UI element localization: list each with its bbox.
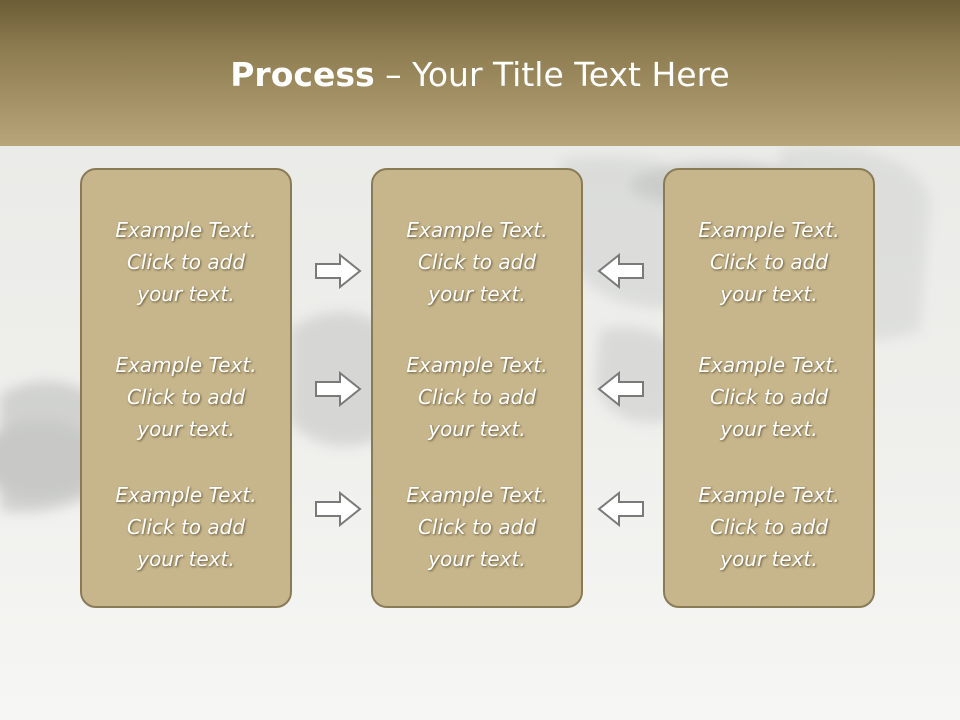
text-line: Click to add	[709, 515, 829, 539]
text-placeholder[interactable]: Example Text. Click to add your text.	[373, 479, 581, 575]
left-panel: Example Text. Click to add your text. Ex…	[80, 168, 292, 608]
text-placeholder[interactable]: Example Text. Click to add your text.	[82, 214, 290, 310]
left-arrow-icon	[597, 371, 644, 407]
text-line: your text.	[720, 417, 818, 441]
text-line: your text.	[720, 547, 818, 571]
text-placeholder[interactable]: Example Text. Click to add your text.	[373, 214, 581, 310]
text-line: Example Text.	[698, 483, 840, 507]
left-arrow-icon	[597, 253, 644, 289]
text-line: Click to add	[709, 250, 829, 274]
text-line: your text.	[137, 417, 235, 441]
text-line: Example Text.	[406, 483, 548, 507]
right-panel: Example Text. Click to add your text. Ex…	[663, 168, 875, 608]
text-placeholder[interactable]: Example Text. Click to add your text.	[373, 349, 581, 445]
text-line: Click to add	[126, 385, 246, 409]
text-placeholder[interactable]: Example Text. Click to add your text.	[665, 479, 873, 575]
text-line: Example Text.	[406, 218, 548, 242]
text-line: Example Text.	[115, 218, 257, 242]
text-placeholder[interactable]: Example Text. Click to add your text.	[665, 214, 873, 310]
text-line: your text.	[720, 282, 818, 306]
text-line: Example Text.	[115, 353, 257, 377]
text-line: your text.	[428, 547, 526, 571]
text-line: Click to add	[417, 250, 537, 274]
text-line: Example Text.	[698, 353, 840, 377]
text-line: Example Text.	[698, 218, 840, 242]
slide-title[interactable]: Process – Your Title Text Here	[0, 52, 960, 98]
text-line: Click to add	[709, 385, 829, 409]
right-arrow-icon	[315, 491, 362, 527]
text-line: Example Text.	[406, 353, 548, 377]
text-line: Click to add	[417, 515, 537, 539]
center-panel: Example Text. Click to add your text. Ex…	[371, 168, 583, 608]
text-line: your text.	[137, 547, 235, 571]
text-line: your text.	[428, 282, 526, 306]
title-bar: Process – Your Title Text Here	[0, 0, 960, 146]
text-placeholder[interactable]: Example Text. Click to add your text.	[82, 349, 290, 445]
text-line: Click to add	[417, 385, 537, 409]
text-line: your text.	[428, 417, 526, 441]
text-line: your text.	[137, 282, 235, 306]
text-line: Click to add	[126, 250, 246, 274]
title-rest: – Your Title Text Here	[374, 55, 730, 94]
text-line: Click to add	[126, 515, 246, 539]
text-line: Example Text.	[115, 483, 257, 507]
right-arrow-icon	[315, 253, 362, 289]
text-placeholder[interactable]: Example Text. Click to add your text.	[82, 479, 290, 575]
left-arrow-icon	[597, 491, 644, 527]
right-arrow-icon	[315, 371, 362, 407]
title-bold: Process	[230, 55, 375, 94]
text-placeholder[interactable]: Example Text. Click to add your text.	[665, 349, 873, 445]
